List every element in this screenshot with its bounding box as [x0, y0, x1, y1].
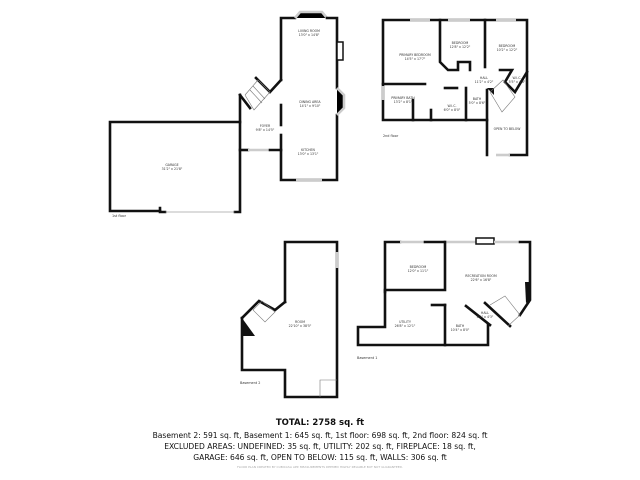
room-label: DINING AREA [299, 100, 321, 104]
room-dims: 10'2" x 12'2" [497, 48, 518, 52]
fireplace-icon [336, 41, 344, 61]
room-label: BATH [456, 324, 465, 328]
room-label: BEDROOM [499, 44, 516, 48]
room-dims: 12'8" x 12'2" [450, 45, 471, 49]
room-dims: 22'10" x 38'5" [289, 324, 312, 328]
floor-areas: Basement 2: 591 sq. ft, Basement 1: 645 … [152, 431, 488, 440]
disclaimer: FLOOR PLAN CREATED BY CUBICASA APP. MEAS… [237, 465, 403, 469]
second-floor-plan: 2nd floor PRIMARY BEDROOM 14'5" x 17'7" … [381, 18, 529, 157]
room-label: BATH [473, 97, 482, 101]
room-dims: 12'0" x 11'1" [408, 269, 429, 273]
excluded-areas: EXCLUDED AREAS: UNDEFINED: 35 sq. ft, UT… [164, 442, 476, 451]
basement1-plan: Basement 1 BEDROOM 12'0" x 11'1" RECREAT… [356, 237, 532, 360]
room-label: W.I.C. [513, 76, 522, 80]
room-dims: 10'4" x 8'0" [451, 328, 470, 332]
room-label: BEDROOM [452, 41, 469, 45]
room-label: HALL [480, 76, 488, 80]
room-dims: 6'0" x 8'0" [444, 108, 461, 112]
floor-label-basement2: Basement 2 [240, 381, 260, 385]
room-label: ROOM [295, 320, 305, 324]
room-label: HALL [481, 311, 489, 315]
room-label: FOYER [260, 124, 271, 128]
room-dims: 13'0" x 14'8" [299, 33, 320, 37]
first-floor-plan: 1st floor LIVING ROOM 13'0" x 14'8" DINI… [108, 10, 346, 218]
room-dims: 5'0" x 8'6" [469, 101, 486, 105]
floor-label-1st: 1st floor [112, 214, 127, 218]
room-label: GARAGE [165, 163, 178, 167]
room-dims: 26'8" x 12'1" [395, 324, 416, 328]
excluded-areas-cont: GARAGE: 646 sq. ft, OPEN TO BELOW: 115 s… [193, 453, 447, 462]
room-label: W.I.C. [448, 104, 457, 108]
basement2-plan: Basement 2 ROOM 22'10" x 38'5" [240, 240, 339, 399]
room-label: LIVING ROOM [298, 29, 320, 33]
room-dims: 31'2" x 21'8" [162, 167, 183, 171]
room-dims: 22'6" x 16'8" [471, 278, 492, 282]
room-label: KITCHEN [301, 148, 315, 152]
room-label: UTILITY [399, 320, 411, 324]
room-dims: 13'2" x 8'1" [394, 100, 413, 104]
room-dims: 6'1" x 4'3" [477, 315, 494, 319]
room-label: PRIMARY BEDROOM [399, 53, 431, 57]
room-label: PRIMARY BATH [391, 96, 415, 100]
room-dims: 5'5" x 4'8" [509, 80, 526, 84]
room-dims: 14'1" x 9'10" [300, 104, 321, 108]
floor-label-2nd: 2nd floor [383, 134, 399, 138]
room-dims: 13'0" x 13'1" [298, 152, 319, 156]
room-label: OPEN TO BELOW [494, 127, 522, 131]
fireplace-icon [475, 237, 495, 245]
room-label: RECREATION ROOM [465, 274, 497, 278]
floor-label-basement1: Basement 1 [357, 356, 377, 360]
room-label: BEDROOM [410, 265, 427, 269]
room-dims: 9'8" x 14'5" [256, 128, 275, 132]
room-dims: 11'2" x 4'2" [475, 80, 494, 84]
total-area: TOTAL: 2758 sq. ft [275, 418, 365, 428]
room-dims: 14'5" x 17'7" [405, 57, 426, 61]
